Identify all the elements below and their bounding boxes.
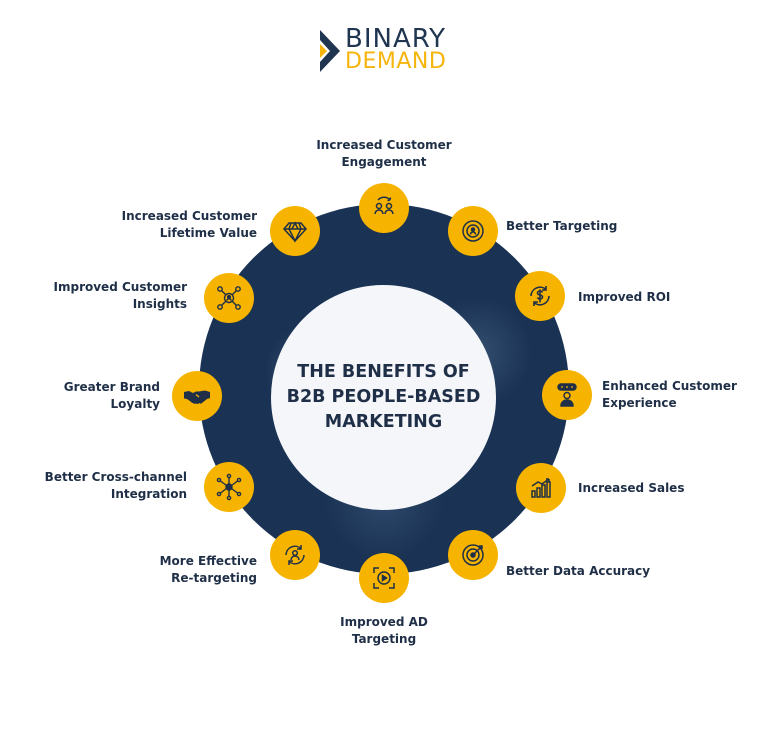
- retarget-icon: [285, 545, 305, 565]
- benefit-node-data-accuracy: [448, 530, 498, 580]
- benefit-label-cross-channel: Better Cross-channel Integration: [44, 470, 187, 501]
- handshake-icon: [184, 390, 210, 405]
- benefit-node-customer-experience: [542, 370, 592, 420]
- center-title: THE BENEFITS OF B2B PEOPLE-BASED MARKETI…: [286, 362, 481, 432]
- benefit-node-customer-engagement: [359, 183, 409, 233]
- diamond-icon: [283, 221, 307, 243]
- benefit-label-increased-sales: Increased Sales: [578, 481, 685, 495]
- benefit-label-re-targeting: More Effective Re-targeting: [159, 554, 257, 585]
- growth-chart-icon: [531, 478, 551, 498]
- benefit-label-lifetime-value: Increased Customer Lifetime Value: [121, 209, 257, 240]
- benefit-label-data-accuracy: Better Data Accuracy: [506, 564, 651, 578]
- benefit-label-customer-experience: Enhanced Customer Experience: [602, 379, 737, 410]
- benefit-label-better-targeting: Better Targeting: [506, 219, 618, 233]
- benefit-node-customer-insights: [204, 273, 254, 323]
- benefit-label-brand-loyalty: Greater Brand Loyalty: [63, 380, 160, 411]
- benefit-node-improved-roi: [515, 271, 565, 321]
- bullseye-icon: [462, 544, 484, 566]
- benefit-label-customer-insights: Improved Customer Insights: [53, 280, 187, 311]
- benefit-label-improved-roi: Improved ROI: [578, 290, 671, 304]
- video-ad-icon: [373, 567, 395, 589]
- customer-network-icon: [217, 286, 241, 310]
- customer-feedback-icon: [557, 383, 577, 407]
- benefit-node-increased-sales: [516, 463, 566, 513]
- brand-logo: BINARY DEMAND: [318, 26, 458, 76]
- network-hub-icon: [216, 473, 242, 501]
- target-group-icon: [462, 220, 484, 242]
- benefit-node-lifetime-value: [270, 206, 320, 256]
- benefit-label-customer-engagement: Increased Customer Engagement: [316, 138, 452, 169]
- logo-text-demand: DEMAND: [345, 49, 447, 74]
- benefit-label-ad-targeting: Improved AD Targeting: [340, 615, 428, 646]
- benefit-node-brand-loyalty: [172, 371, 222, 421]
- people-cycle-icon: [374, 196, 394, 215]
- logo-text-binary: BINARY: [345, 24, 447, 54]
- dollar-cycle-icon: [530, 286, 550, 306]
- benefit-node-ad-targeting: [359, 553, 409, 603]
- benefit-node-re-targeting: [270, 530, 320, 580]
- logo-mark-icon: [320, 30, 340, 72]
- benefit-node-better-targeting: [448, 206, 498, 256]
- benefit-node-cross-channel: [204, 462, 254, 512]
- center-circle: THE BENEFITS OF B2B PEOPLE-BASED MARKETI…: [271, 285, 496, 510]
